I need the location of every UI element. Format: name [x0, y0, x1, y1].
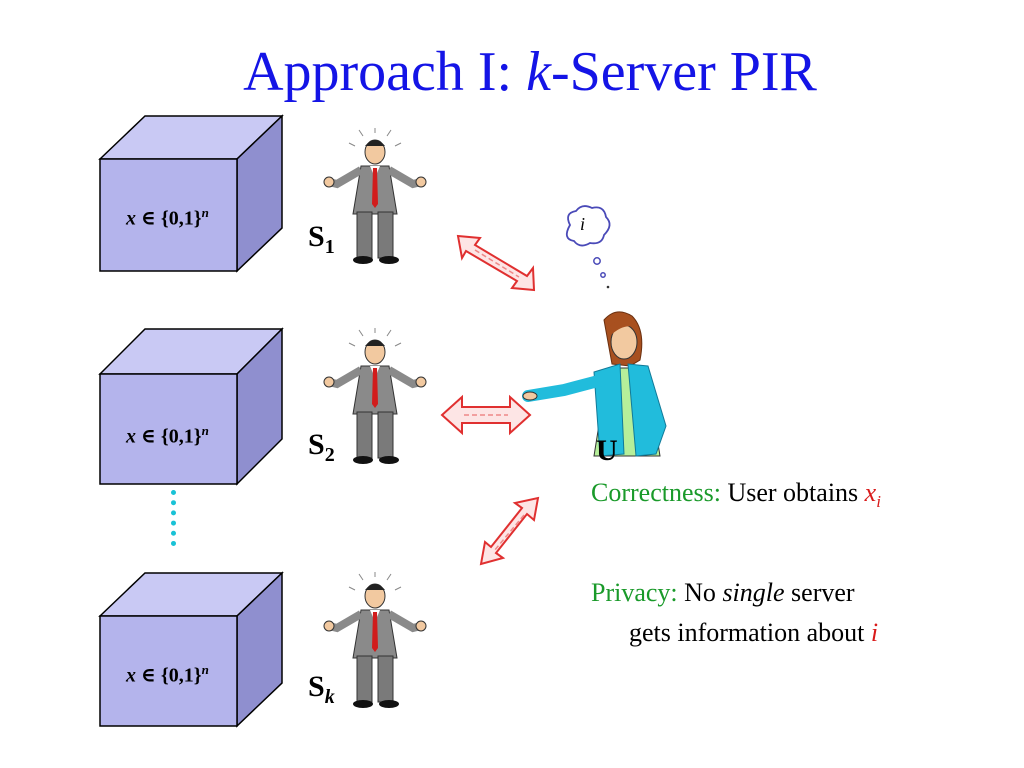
- correctness-var: x: [864, 478, 877, 507]
- thought-var: i: [580, 214, 586, 234]
- double-arrow-2-icon: [440, 394, 532, 436]
- privacy-heading: Privacy:: [591, 578, 678, 607]
- database-cube-2: [98, 327, 284, 486]
- privacy-text-a: No: [684, 578, 723, 607]
- privacy-line2-text: gets information about: [629, 618, 871, 647]
- database-label-2: x ∈ {0,1}n: [126, 423, 209, 448]
- server-person-2-icon: [323, 328, 427, 464]
- correctness-text: User obtains: [727, 478, 865, 507]
- privacy-emph: single: [722, 578, 785, 607]
- double-arrow-1-icon: [456, 234, 536, 292]
- server-label-1: S1: [308, 220, 335, 258]
- database-label-1: x ∈ {0,1}n: [126, 205, 209, 230]
- server-label-k: Sk: [308, 670, 335, 708]
- privacy-line-1: Privacy: No single server: [591, 578, 855, 608]
- double-arrow-k-icon: [479, 496, 540, 566]
- privacy-text-b: server: [784, 578, 855, 607]
- server-label-2: S2: [308, 428, 335, 466]
- title-var: k: [526, 41, 551, 103]
- correctness-line: Correctness: User obtains xi: [591, 478, 881, 512]
- title-prefix: Approach I:: [243, 41, 527, 103]
- page-title: Approach I: k-Server PIR: [0, 40, 1024, 104]
- correctness-heading: Correctness:: [591, 478, 721, 507]
- ellipsis-dots: [171, 490, 176, 546]
- server-person-k-icon: [323, 572, 427, 708]
- user-label: U: [596, 434, 618, 467]
- privacy-var: i: [870, 618, 879, 647]
- database-label-3: x ∈ {0,1}n: [126, 662, 209, 687]
- thought-bubble-icon: [565, 205, 611, 289]
- correctness-sub: i: [876, 492, 881, 512]
- server-person-1-icon: [323, 128, 427, 264]
- title-suffix: -Server PIR: [550, 41, 817, 103]
- database-cube-1: [98, 114, 284, 273]
- user-woman-icon: [522, 311, 667, 457]
- database-cube-3: [98, 571, 284, 728]
- privacy-line-2: gets information about i: [629, 618, 878, 648]
